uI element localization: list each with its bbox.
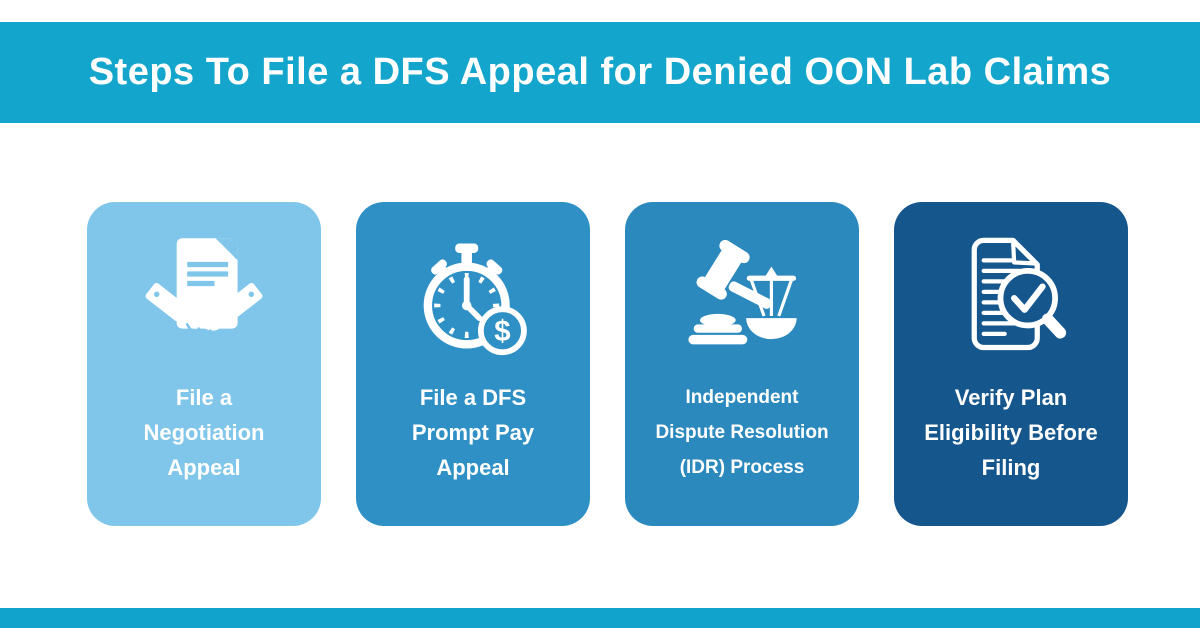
card-label: Verify Plan Eligibility Before Filing [924,385,1098,480]
card-verify-eligibility: Verify Plan Eligibility Before Filing [894,202,1128,526]
header-banner: Steps To File a DFS Appeal for Denied OO… [0,22,1200,123]
bottom-accent-bar [0,608,1200,628]
card-label: File a Negotiation Appeal [143,385,265,480]
stopwatch-dollar-icon: $ [410,230,536,360]
dollar-glyph: $ [494,315,510,348]
card-label: Independent Dispute Resolution (IDR) Pro… [655,387,829,478]
card-negotiation-appeal: File a Negotiation Appeal [87,202,321,526]
handshake-document-icon [141,230,267,360]
page-title: Steps To File a DFS Appeal for Denied OO… [88,51,1112,93]
document-magnifier-check-icon [948,230,1074,360]
card-label: File a DFS Prompt Pay Appeal [411,385,535,480]
gavel-scales-icon [679,230,805,360]
card-prompt-pay-appeal: $ File a DFS Prompt Pay Appeal [356,202,590,526]
steps-cards-row: File a Negotiation Appeal [87,202,1128,526]
card-idr-process: Independent Dispute Resolution (IDR) Pro… [625,202,859,526]
